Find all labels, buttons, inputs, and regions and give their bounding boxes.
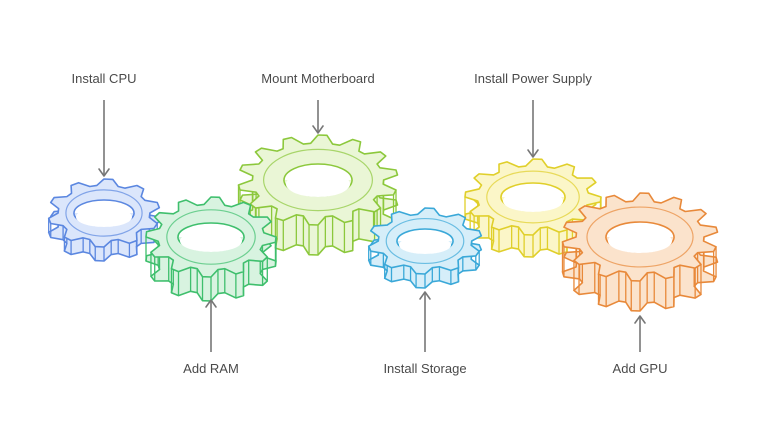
install-power-supply-gear-icon <box>464 158 602 258</box>
add-gpu-gear-icon <box>561 192 719 312</box>
label-add-gpu: Add GPU <box>612 361 668 376</box>
add-gpu-arrow-icon <box>634 315 646 352</box>
add-ram-arrow-icon <box>205 299 217 352</box>
install-cpu-arrow-icon <box>98 100 110 177</box>
label-install-power-supply: Install Power Supply <box>474 71 592 86</box>
label-install-storage: Install Storage <box>383 361 467 376</box>
label-add-ram: Add RAM <box>183 361 239 376</box>
add-ram-gear-icon <box>145 196 277 302</box>
mount-motherboard-arrow-icon <box>312 100 324 134</box>
install-power-supply-arrow-icon <box>527 100 539 158</box>
install-storage-arrow-icon <box>419 291 431 352</box>
label-install-cpu: Install CPU <box>71 71 137 86</box>
mount-motherboard-gear-icon <box>237 134 399 256</box>
install-cpu-gear-icon <box>47 178 161 262</box>
label-mount-motherboard: Mount Motherboard <box>261 71 375 86</box>
install-storage-gear-icon <box>367 207 483 289</box>
